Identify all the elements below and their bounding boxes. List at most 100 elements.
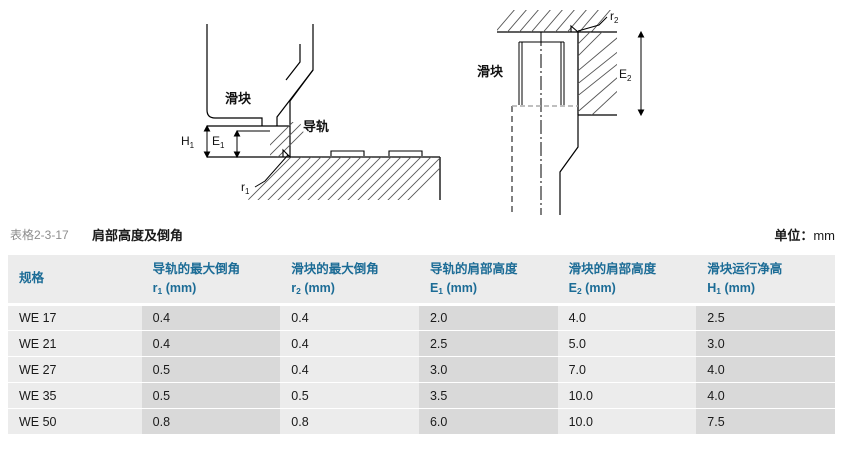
e2-dimension-label: E2 [619,67,632,83]
cell-r2: 0.5 [280,382,419,409]
left-slider-label: 滑块 [225,91,252,106]
header-row: 规格 导轨的最大倒角 r1 (mm) 滑块的最大倒角 r2 (mm) 导轨的肩部… [8,255,835,305]
header-slider-clearance-height-line1: 滑块运行净高 [707,261,783,276]
cell-E1: 2.5 [418,330,558,357]
h1-dimension [203,124,211,159]
table-caption: 表格2-3-17 肩部高度及倒角 单位：mm [0,222,843,248]
top-hatch [497,10,611,32]
r2-leader [577,16,608,32]
r1-leader [254,154,289,188]
header-rail-max-chamfer-line2: r1 (mm) [153,279,281,298]
caption-title: 肩部高度及倒角 [92,228,184,243]
cell-r1: 0.5 [141,356,281,383]
left-diagram: r1 H1 E1 滑块 导轨 [181,24,441,200]
header-slider-clearance-height-line2: H1 (mm) [707,279,835,298]
header-slider-max-chamfer-line1: 滑块的最大倒角 [291,261,379,276]
cell-r2: 0.4 [280,304,419,331]
sub-r2: 2 [296,286,301,296]
cell-H1: 3.0 [696,330,835,357]
cell-H1: 4.0 [696,382,835,409]
header-slider-shoulder-height-line2: E2 (mm) [569,279,697,298]
r2-dimension-label: r2 [610,9,619,25]
cell-E2: 7.0 [557,356,697,383]
table-header: 规格 导轨的最大倒角 r1 (mm) 滑块的最大倒角 r2 (mm) 导轨的肩部… [8,255,835,305]
cell-H1: 4.0 [696,356,835,383]
unit-e2: (mm) [585,281,616,295]
cell-spec: WE 27 [8,356,142,383]
shoulder-block-hatch [578,32,617,115]
cell-r1: 0.5 [141,382,281,409]
sym-r2: r [291,281,297,295]
unit-e1: (mm) [446,281,478,295]
cell-E1: 3.5 [418,382,558,409]
cell-r1: 0.4 [141,304,281,331]
header-slider-shoulder-height-line1: 滑块的肩部高度 [568,261,657,276]
r1-dimension-label: r1 [241,180,250,196]
cell-E1: 3.0 [418,356,558,383]
header-slider-clearance-height: 滑块运行净高 H1 (mm) [696,255,835,305]
header-spec-line1: 规格 [19,271,45,286]
cell-spec: WE 21 [8,330,142,357]
cell-E2: 5.0 [557,330,697,357]
header-rail-max-chamfer-line1: 导轨的最大倒角 [152,261,241,276]
bolt-head-group [330,150,423,156]
base-hatch [248,157,440,200]
cell-spec: WE 50 [8,408,142,435]
cell-H1: 2.5 [696,304,835,331]
cell-r2: 0.4 [280,330,419,357]
cell-spec: WE 17 [8,304,142,331]
cell-spec: WE 35 [8,382,142,409]
sub-r1: 1 [157,286,163,296]
rail-shoulder [207,125,290,158]
cell-H1: 7.5 [696,408,835,435]
header-rail-shoulder-height: 导轨的肩部高度 E1 (mm) [418,255,558,305]
rail-outline [285,44,314,157]
header-slider-shoulder-height: 滑块的肩部高度 E2 (mm) [557,255,697,305]
cell-r1: 0.8 [141,408,281,435]
sym-h1: H [707,281,717,295]
chamfer-r2-mark [570,24,580,33]
header-slider-max-chamfer: 滑块的最大倒角 r2 (mm) [280,255,419,305]
unit-h1: (mm) [724,281,756,295]
base-block [290,156,441,200]
unit-r2: (mm) [304,281,335,295]
header-rail-shoulder-height-line1: 导轨的肩部高度 [429,261,518,276]
cell-r1: 0.4 [141,330,281,357]
sym-r1: r [152,281,158,295]
sym-e1: E [429,281,439,295]
caption-id: 表格2-3-17 [10,228,69,242]
header-rail-max-chamfer: 导轨的最大倒角 r1 (mm) [141,255,281,305]
h1-dimension-label: H1 [181,134,195,150]
e2-dimension [637,30,645,117]
slider-outline [206,24,314,126]
sub-e2: 2 [576,286,582,296]
header-spec: 规格 [8,255,142,305]
shoulder-block [577,31,617,116]
cell-E2: 10.0 [557,408,697,435]
sym-e2: E [568,281,577,295]
cell-E2: 4.0 [557,304,697,331]
shoulder-height-chamfer-table: 规格 导轨的最大倒角 r1 (mm) 滑块的最大倒角 r2 (mm) 导轨的肩部… [8,255,835,435]
e1-dimension-label: E1 [212,134,225,150]
header-slider-max-chamfer-line2: r2 (mm) [291,279,419,298]
sub-e1: 1 [438,286,444,296]
cell-r2: 0.4 [280,356,419,383]
right-diagram: r2 [477,9,645,215]
right-slider-label: 滑块 [477,64,504,79]
cell-E2: 10.0 [557,382,697,409]
bolt-hole [518,41,565,105]
sub-h1: 1 [716,286,722,296]
figure-area: r1 H1 E1 滑块 导轨 [0,0,843,215]
technical-drawings: r1 H1 E1 滑块 导轨 [181,9,645,215]
unit-r1: (mm) [165,281,197,295]
e1-dimension [233,129,270,159]
header-rail-shoulder-height-line2: E1 (mm) [430,279,558,298]
cell-E1: 6.0 [418,408,558,435]
caption-unit: 单位：mm [774,225,835,244]
